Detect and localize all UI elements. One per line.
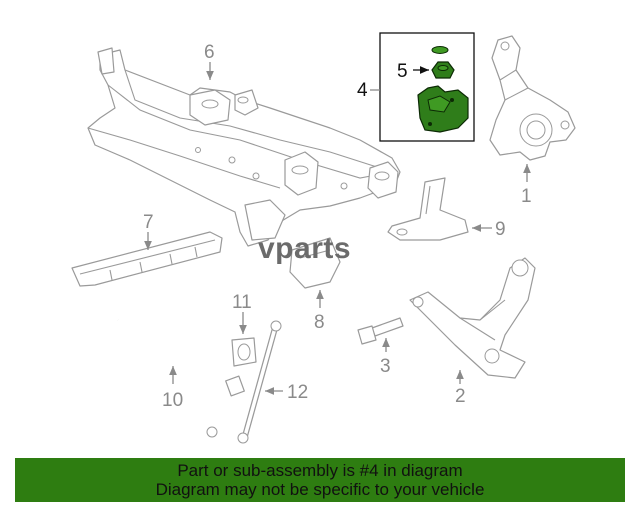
callout-4: 4 [357,80,368,101]
callout-6: 6 [204,42,215,63]
stabilizer-bar-part [116,317,249,438]
callout-2: 2 [455,386,466,407]
callout-arrows [144,62,531,395]
stabilizer-link-part [237,320,282,444]
callout-11: 11 [232,292,252,313]
arm-bracket-part [387,177,469,241]
banner-line-1: Part or sub-assembly is #4 in diagram [177,461,463,480]
callout-9: 9 [495,219,506,240]
callout-5: 5 [397,61,408,82]
bolt-part [357,317,404,345]
vparts-watermark: vparts [258,232,351,266]
callout-1: 1 [521,186,532,207]
crossmember-part [87,47,401,247]
callout-3: 3 [380,356,391,377]
callout-8: 8 [314,312,325,333]
callout-12: 12 [287,382,308,403]
parts-diagram: 6 1 4 5 7 9 8 11 3 2 10 12 [71,32,576,444]
banner-line-2: Diagram may not be specific to your vehi… [155,480,485,499]
lower-control-arm-part [409,257,536,379]
bushing-bracket-part [289,237,341,289]
splash-shield-part [71,231,223,287]
steering-knuckle-part [489,35,576,161]
callout-10: 10 [162,390,183,411]
stabilizer-bushing-part [231,337,257,367]
ball-joint-assembly-part [379,32,475,142]
watermark-text: vparts [258,232,352,265]
notice-banner: Part or sub-assembly is #4 in diagram Di… [15,458,625,502]
callout-7: 7 [143,212,154,233]
